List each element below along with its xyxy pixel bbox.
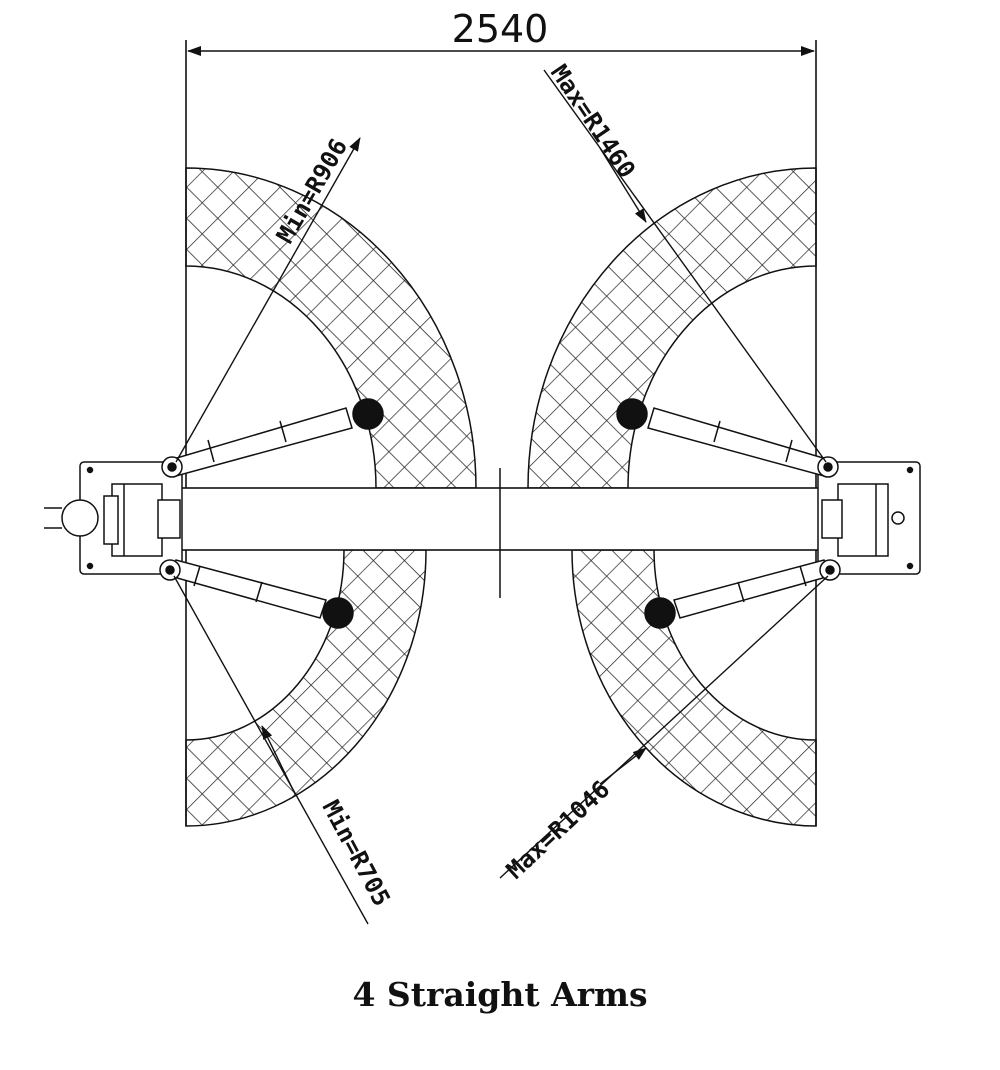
- leader-top-right-arrow: [599, 147, 647, 223]
- motor-icon: [61, 499, 99, 537]
- leader-bottom-left: [173, 575, 369, 925]
- leader-top-left: [175, 137, 361, 463]
- leader-bottom-right: [499, 575, 829, 879]
- leader-bottom-left-arrow: [261, 725, 297, 797]
- sweep-area-bottom-left: [185, 549, 427, 827]
- right-column: [817, 461, 921, 575]
- arm-bottom-right: [644, 559, 841, 629]
- lift-pad-bottom-right: [644, 597, 676, 629]
- lift-pad-top-right: [616, 398, 648, 430]
- lift-pad-top-left: [352, 398, 384, 430]
- leader-top-right: [543, 69, 827, 463]
- sweep-area-top-right: [527, 167, 817, 489]
- radius-label-bottom-right: Max=R1046: [501, 775, 615, 884]
- leader-bottom-right-arrow: [599, 747, 647, 785]
- arm-top-right: [616, 398, 839, 478]
- diagram-caption: 4 Straight Arms: [352, 975, 648, 1014]
- radius-label-top-right: Max=R1460: [545, 60, 641, 183]
- sweep-area-top-left: [185, 167, 477, 489]
- width-dimension-label: 2540: [452, 7, 549, 51]
- left-column: [44, 461, 183, 575]
- sweep-area-bottom-right: [571, 549, 817, 827]
- arm-bottom-left: [159, 559, 354, 629]
- arm-top-left: [161, 398, 384, 478]
- lift-pad-bottom-left: [322, 597, 354, 629]
